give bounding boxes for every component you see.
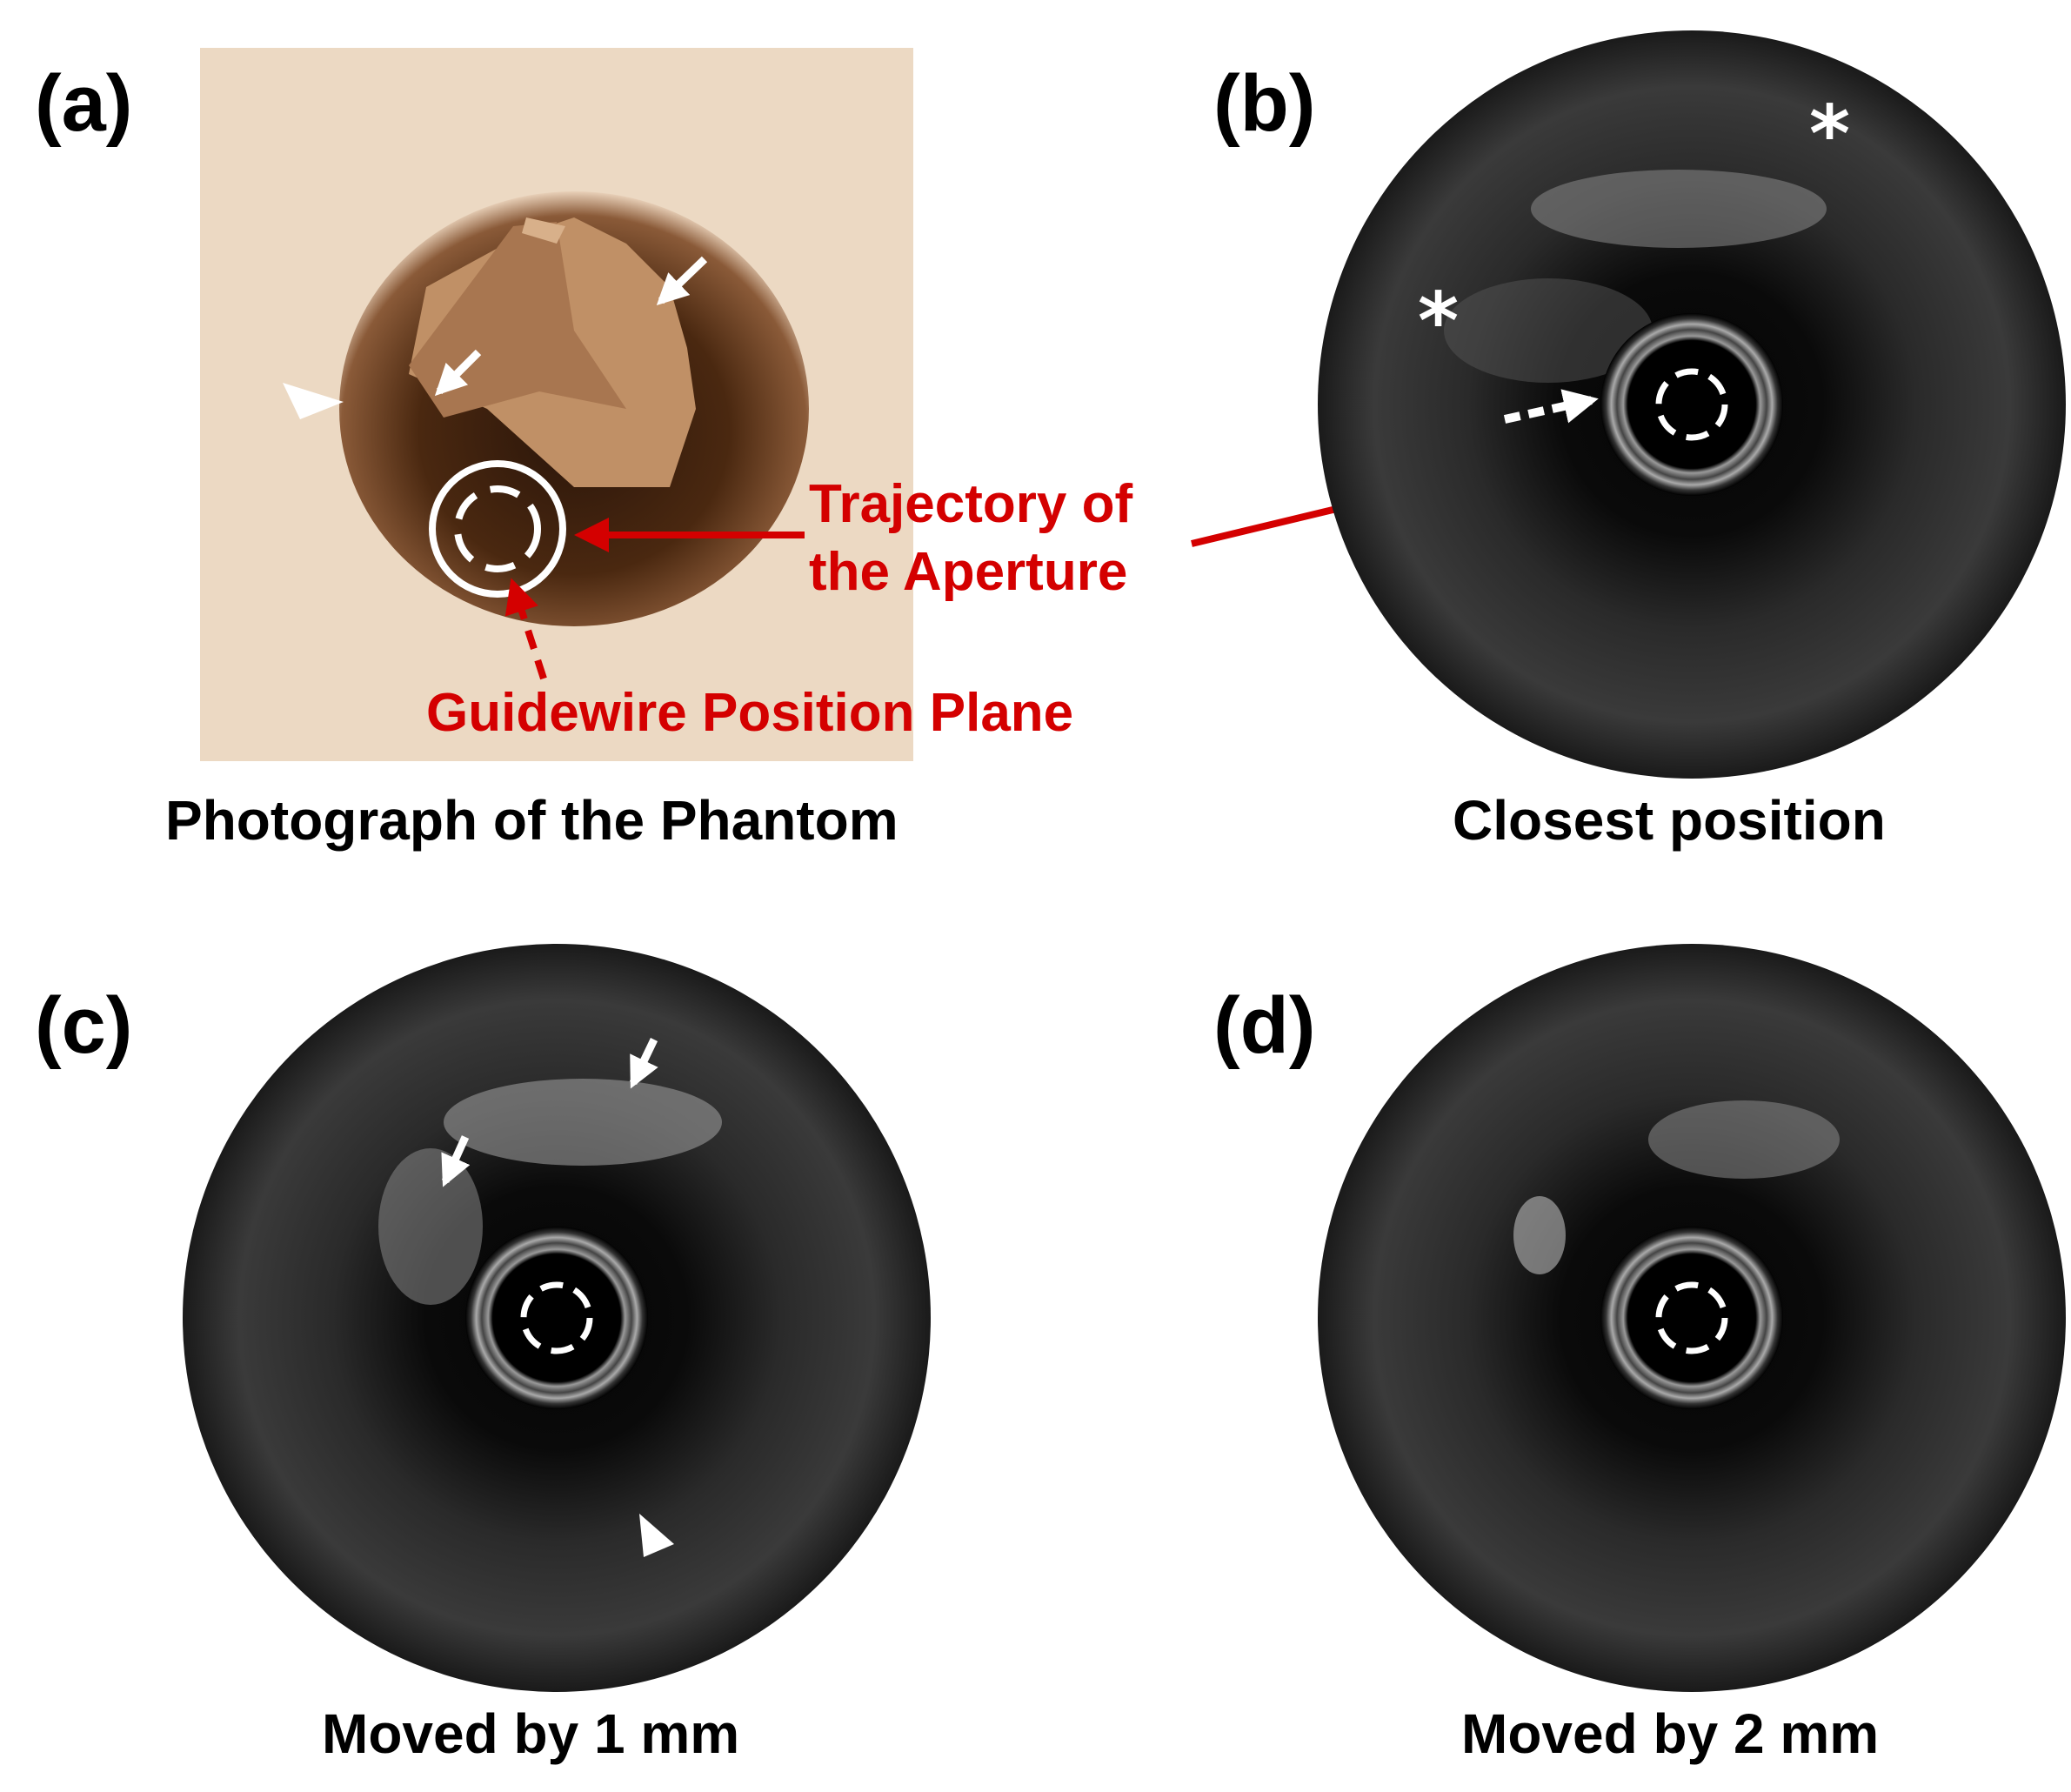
panel-label-d: (d) bbox=[1213, 981, 1315, 1070]
panel-b: (b) * * bbox=[1213, 30, 2066, 779]
guidewire-circle bbox=[429, 460, 566, 598]
guidewire-arrow bbox=[504, 578, 547, 680]
white-arrow-a2 bbox=[434, 349, 482, 397]
trajectory-label-line1: Trajectory of bbox=[809, 474, 1132, 534]
annotations: Trajectory of the Aperture Guidewire Pos… bbox=[426, 429, 1633, 743]
panel-a: (a) bbox=[35, 48, 913, 761]
asterisk-b2: * bbox=[1418, 276, 1459, 367]
caption-d: Moved by 2 mm bbox=[1461, 1702, 1879, 1765]
asterisk-b1: * bbox=[1809, 89, 1850, 180]
white-dashed-arrow-b bbox=[1503, 389, 1599, 424]
caption-a: Photograph of the Phantom bbox=[165, 789, 899, 852]
panel-c: (c) bbox=[35, 944, 931, 1692]
white-arrowhead-c bbox=[639, 1514, 674, 1557]
ultrasound-image-b bbox=[1318, 30, 2066, 779]
ultrasound-image-c bbox=[183, 944, 931, 1692]
guidewire-dashed-circle bbox=[454, 485, 541, 572]
trajectory-label-line2: the Aperture bbox=[809, 542, 1127, 602]
white-arrow-a1 bbox=[656, 256, 708, 305]
white-arrowhead-a bbox=[283, 383, 344, 419]
white-arrow-c1 bbox=[629, 1038, 658, 1089]
ultrasound-image-d bbox=[1318, 944, 2066, 1692]
panel-label-a: (a) bbox=[35, 59, 132, 148]
white-arrow-c2 bbox=[441, 1135, 471, 1187]
guidewire-label: Guidewire Position Plane bbox=[426, 683, 1073, 743]
caption-c: Moved by 1 mm bbox=[322, 1702, 739, 1765]
panel-label-c: (c) bbox=[35, 981, 132, 1070]
panel-label-b: (b) bbox=[1213, 59, 1315, 148]
panel-d: (d) bbox=[1213, 944, 2066, 1692]
caption-b: Closest position bbox=[1453, 789, 1886, 852]
